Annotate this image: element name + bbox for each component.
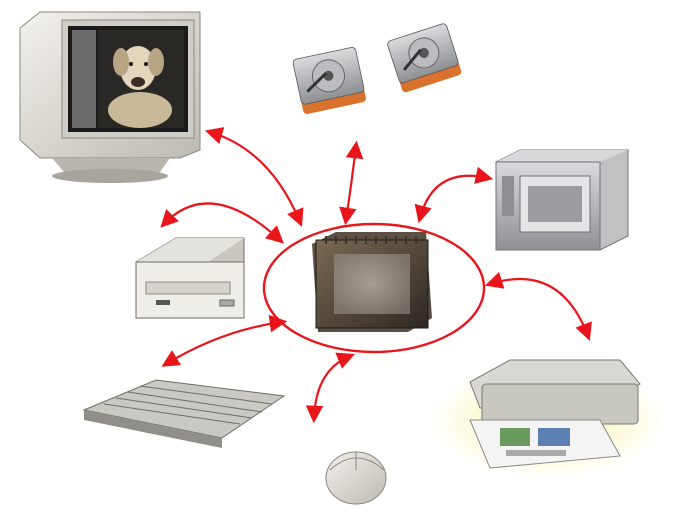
- cd-drive-icon: [135, 237, 245, 319]
- arrow-printer: [484, 271, 592, 341]
- keyboard-icon: [82, 379, 286, 448]
- arrow-mouse: [305, 352, 355, 424]
- crt-monitor-icon: [19, 11, 201, 183]
- mouse-icon: [325, 451, 387, 505]
- arrow-hard-drives: [339, 140, 364, 226]
- arrow-optical-drive: [160, 202, 284, 244]
- hub-ring: [262, 222, 486, 354]
- printer-icon: [430, 359, 666, 478]
- dog-photo: [98, 30, 184, 128]
- arrow-tape-drive: [414, 166, 494, 224]
- processor-chip-icon: [312, 232, 432, 332]
- tape-drive-icon: [495, 149, 629, 251]
- arrow-keyboard: [161, 314, 288, 367]
- hard-drives-icon: [292, 23, 462, 114]
- arrow-monitor: [204, 127, 304, 227]
- connection-arrows: [160, 127, 592, 424]
